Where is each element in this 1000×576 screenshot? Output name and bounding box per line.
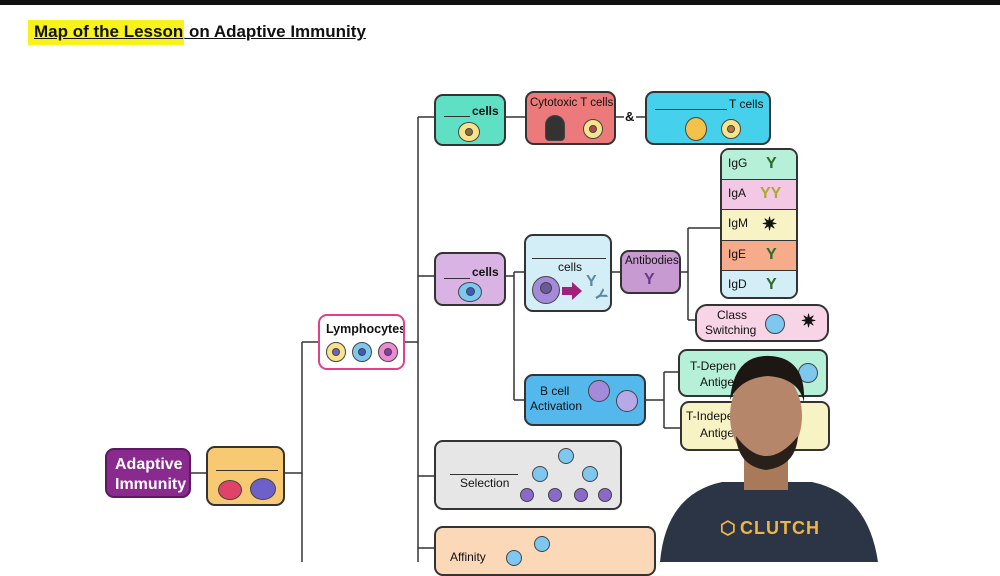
top-bar: [0, 0, 1000, 5]
affinity-label: Affinity: [450, 550, 486, 564]
nucleus-icon: [540, 282, 552, 294]
cell-icon: [506, 550, 522, 566]
connector-lines: [191, 116, 720, 562]
plasma-cell-icon: [532, 276, 560, 304]
isotype-label: IgA: [728, 186, 747, 200]
shirt-logo-text: CLUTCH: [740, 518, 820, 538]
cell-icon: [574, 488, 588, 502]
isotype-label: IgE: [728, 247, 747, 261]
affinity-node: Affinity: [434, 526, 656, 576]
isotype-igm: IgM ✷: [722, 210, 796, 241]
pentamer-icon: ✷: [762, 214, 778, 234]
adaptive-label-line1: Adaptive: [115, 456, 183, 473]
selection-node: Selection: [434, 440, 622, 510]
t-cells-label: cells: [472, 104, 499, 118]
lymphocytes-label: Lymphocytes: [326, 322, 405, 336]
b-cells-label: cells: [472, 265, 499, 279]
isotype-label: IgD: [728, 277, 747, 291]
cell-icon: [616, 390, 638, 412]
title-rest: on Adaptive Immunity: [184, 22, 366, 41]
cell-icon: [582, 466, 598, 482]
t-dependent-line2: Antige: [700, 375, 735, 389]
lymphocytes-node: Lymphocytes: [318, 314, 405, 370]
isotype-stack: IgG Y IgA YY IgM ✷ IgE Y IgD Y: [720, 148, 798, 299]
class-switching-node: Class Switching ✷: [695, 304, 829, 342]
b-cell-activation-node: B cell Activation: [524, 374, 646, 426]
page-title: Map of the Lesson on Adaptive Immunity: [28, 20, 366, 45]
nucleus-icon: [589, 125, 597, 133]
fill-in-blank: [444, 116, 470, 117]
blank-cells-node: [206, 446, 285, 506]
nucleus-icon: [332, 348, 340, 356]
t-dependent-line1: T-Depen: [690, 359, 737, 373]
fill-in-blank: [655, 109, 727, 110]
isotype-igg: IgG Y: [722, 150, 796, 180]
plasma-cells-label: cells: [558, 260, 583, 274]
cell-icon: [558, 448, 574, 464]
fill-in-blank: [532, 258, 606, 259]
helper-character-icon: [685, 117, 707, 141]
cytotoxic-t-cells-node: Cytotoxic T cells: [525, 91, 616, 145]
cell-icon: [532, 466, 548, 482]
nucleus-icon: [384, 348, 392, 356]
presenter-video-overlay: CLUTCH ⬡: [652, 344, 882, 562]
isotype-label: IgM: [728, 216, 749, 230]
activation-line1: B cell: [540, 384, 570, 398]
t-cells-node: cells: [434, 94, 506, 146]
antibody-icon: Y: [766, 155, 777, 172]
helper-t-label: T cells: [729, 97, 764, 111]
cell-icon: [520, 488, 534, 502]
cell-icon: [250, 478, 276, 500]
activation-line2: Activation: [530, 399, 583, 413]
helper-t-cells-node: T cells: [645, 91, 771, 145]
selection-label: Selection: [460, 476, 510, 490]
isotype-label: IgG: [728, 156, 748, 170]
fill-in-blank: [444, 278, 470, 279]
antibody-icon: YY: [760, 185, 782, 202]
isotype-igd: IgD Y: [722, 271, 796, 297]
cell-icon: [588, 380, 610, 402]
arrow-icon: [562, 282, 582, 300]
isotype-ige: IgE Y: [722, 241, 796, 271]
antibody-icon: Y: [766, 246, 777, 263]
t-independent-line1: T-Indepen: [686, 409, 741, 423]
presenter-figure: [660, 355, 878, 562]
fill-in-blank: [216, 470, 278, 471]
class-switching-line1: Class: [717, 308, 748, 322]
pentamer-icon: ✷: [801, 311, 817, 331]
title-highlight: Map of the Lesson: [28, 20, 185, 45]
antibody-icon: Y: [586, 273, 597, 290]
adaptive-immunity-node: Adaptive Immunity: [105, 448, 191, 498]
cytotoxic-label: Cytotoxic T cells: [530, 97, 614, 109]
cell-icon: [534, 536, 550, 552]
plasma-cells-node: cells Y Y: [524, 234, 612, 312]
cell-icon: [218, 480, 242, 500]
antibodies-node: Antibodies Y: [620, 250, 681, 294]
isotype-iga: IgA YY: [722, 180, 796, 210]
b-cells-node: cells: [434, 252, 506, 306]
antibodies-label: Antibodies: [625, 255, 679, 267]
nucleus-icon: [727, 125, 735, 133]
cell-icon: [765, 314, 785, 334]
antibody-icon: Y: [644, 271, 655, 288]
fill-in-blank: [450, 474, 518, 475]
cell-icon: [598, 488, 612, 502]
ampersand: &: [625, 109, 635, 124]
antibody-icon: Y: [766, 276, 777, 293]
grim-reaper-icon: [545, 115, 565, 141]
nucleus-icon: [358, 348, 366, 356]
hexagon-logo-icon: ⬡: [720, 518, 736, 538]
nucleus-icon: [465, 128, 473, 136]
cell-icon: [548, 488, 562, 502]
nucleus-icon: [466, 287, 475, 296]
class-switching-line2: Switching: [705, 323, 757, 337]
adaptive-label-line2: Immunity: [115, 476, 187, 493]
